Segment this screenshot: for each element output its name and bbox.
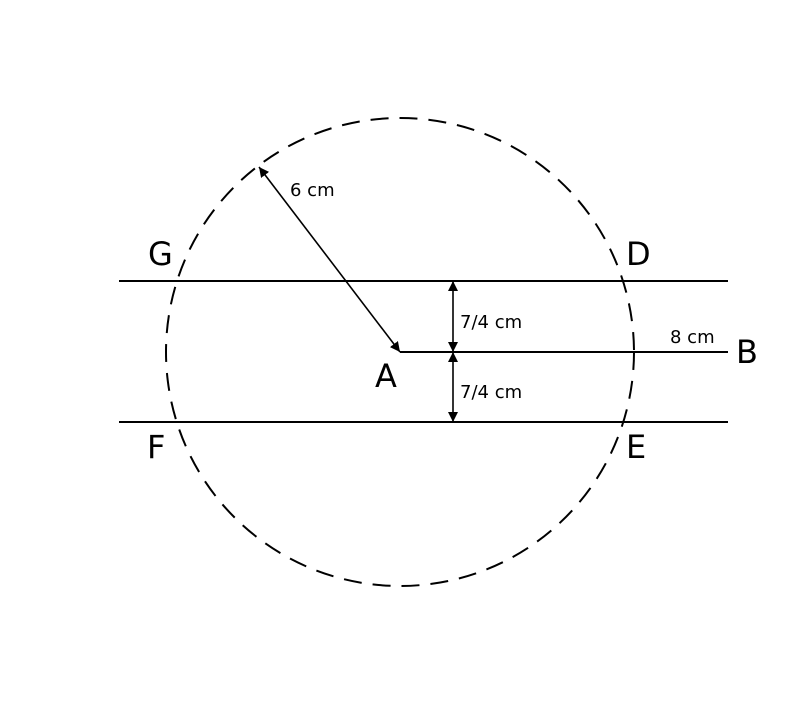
radius-label: 6 cm <box>290 180 335 201</box>
radius-arrow <box>258 166 401 353</box>
point-label-d: D <box>626 235 651 273</box>
point-label-e: E <box>626 428 646 466</box>
lower-gap-label: 7/4 cm <box>460 382 522 403</box>
point-label-f: F <box>147 428 165 466</box>
point-label-b: B <box>736 333 758 371</box>
upper-gap-label: 7/4 cm <box>460 312 522 333</box>
segment-ab-label: 8 cm <box>670 327 715 348</box>
point-label-g: G <box>148 235 173 273</box>
point-label-a: A <box>375 357 397 395</box>
